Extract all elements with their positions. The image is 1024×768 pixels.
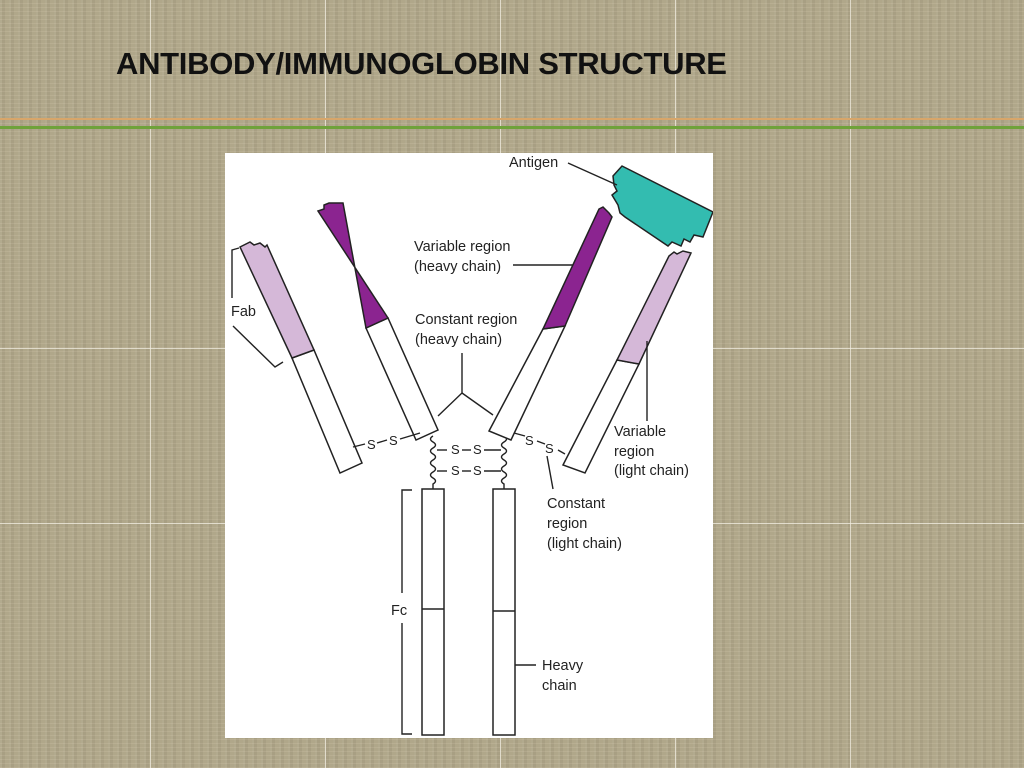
variable-region-heavy-left — [316, 202, 390, 330]
fc-label: Fc — [391, 603, 407, 619]
fab-label: Fab — [231, 304, 256, 320]
disulfide-bond — [513, 432, 526, 437]
variable-region-light-label-line3: (light chain) — [614, 463, 689, 479]
disulfide-label: S — [451, 463, 460, 478]
fab-bracket — [231, 247, 240, 298]
leader-line — [546, 455, 554, 490]
antibody-diagram: S S S S S S S S Antigen Variable region … — [225, 153, 713, 738]
variable-region-light-left — [239, 241, 316, 359]
background-grid-line — [850, 0, 851, 768]
heavy-chain-fc-left — [421, 488, 445, 736]
disulfide-label: S — [367, 437, 376, 452]
disulfide-bond — [352, 443, 366, 448]
disulfide-bond — [376, 439, 388, 444]
background-grid-line — [150, 0, 151, 768]
variable-region-heavy-right — [541, 206, 613, 330]
variable-region-heavy-label-line1: Variable region — [414, 239, 510, 255]
disulfide-label: S — [473, 442, 482, 457]
disulfide-label: S — [545, 441, 554, 456]
constant-region-light-label-line2: region — [547, 516, 587, 532]
leader-line — [437, 353, 463, 417]
variable-region-light-label-line1: Variable — [614, 424, 666, 440]
hinge-region-left — [429, 435, 437, 489]
disulfide-bond — [557, 449, 566, 455]
disulfide-label: S — [473, 463, 482, 478]
disulfide-label: S — [451, 442, 460, 457]
fc-bracket — [401, 623, 412, 735]
slide-title: ANTIBODY/IMMUNOGLOBIN STRUCTURE — [116, 46, 727, 81]
disulfide-bond — [399, 432, 421, 440]
antigen-shape — [611, 165, 713, 247]
variable-region-light-right — [615, 250, 693, 365]
constant-region-light-left — [291, 349, 363, 475]
constant-region-light-label-line3: (light chain) — [547, 536, 622, 552]
constant-region-light-label-line1: Constant — [547, 496, 605, 512]
fc-bracket — [401, 489, 412, 593]
disulfide-bond — [536, 440, 546, 445]
leader-line — [567, 162, 618, 186]
title-rule-green — [0, 126, 1024, 129]
antigen-label: Antigen — [509, 155, 558, 171]
disulfide-label: S — [389, 433, 398, 448]
variable-region-heavy-label-line2: (heavy chain) — [414, 259, 501, 275]
disulfide-label: S — [525, 433, 534, 448]
constant-region-heavy-label-line2: (heavy chain) — [415, 332, 502, 348]
heavy-chain-fc-right — [492, 488, 516, 736]
heavy-chain-label-line2: chain — [542, 678, 577, 694]
antibody-diagram-svg: S S S S S S S S Antigen Variable region … — [231, 155, 713, 736]
constant-region-heavy-label-line1: Constant region — [415, 312, 517, 328]
hinge-region-right — [500, 435, 508, 489]
fab-bracket — [232, 325, 284, 368]
title-rule-orange — [0, 118, 1024, 120]
variable-region-light-label-line2: region — [614, 444, 654, 460]
heavy-chain-label-line1: Heavy — [542, 658, 584, 674]
leader-line — [461, 392, 494, 416]
